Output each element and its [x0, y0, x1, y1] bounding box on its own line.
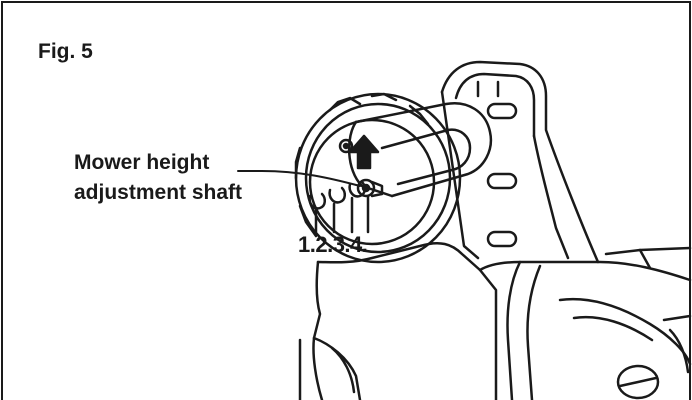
frame-left-border [1, 1, 3, 400]
callout-label: Mower height adjustment shaft [74, 148, 242, 208]
frame-top-border [1, 1, 691, 3]
callout-line-1: Mower height [74, 151, 210, 174]
mower-handle-column [440, 60, 600, 264]
mower-body [298, 242, 692, 400]
height-position-labels: 1.2.3.4. [298, 232, 368, 257]
adjustment-notches [308, 178, 384, 234]
frame-right-border [689, 1, 691, 400]
callout-line-2: adjustment shaft [74, 181, 243, 204]
adjustment-arm [347, 102, 493, 198]
figure-label: Fig. 5 [38, 40, 93, 63]
callout-leader-line [237, 170, 361, 187]
up-arrow-icon [348, 134, 380, 170]
